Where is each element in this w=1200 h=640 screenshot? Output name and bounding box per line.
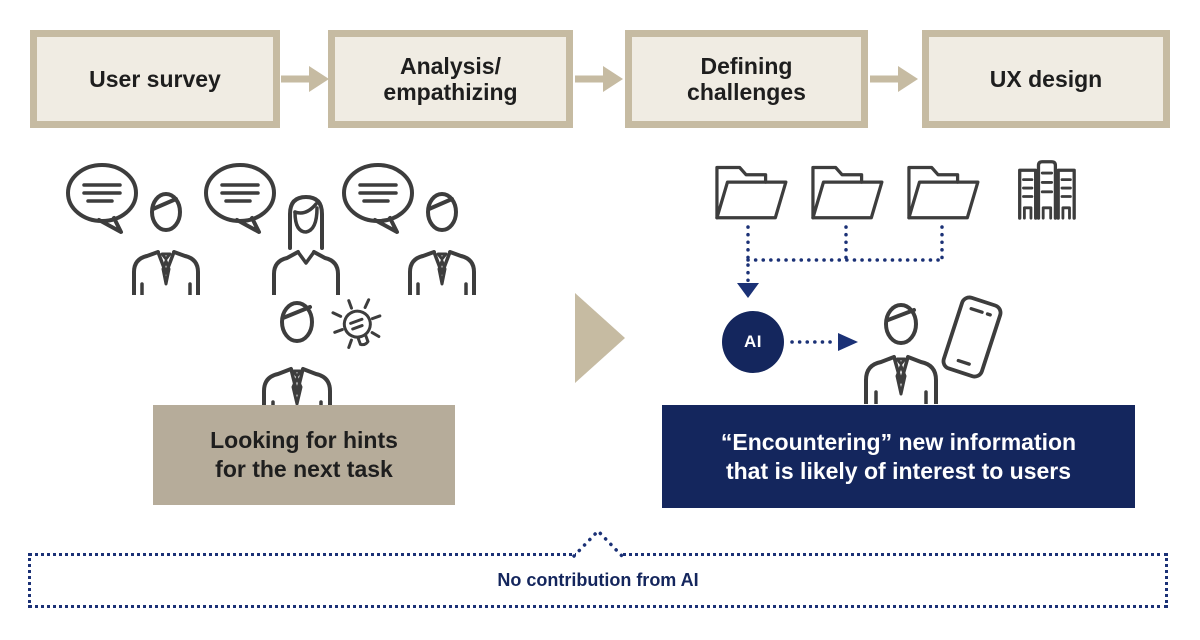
no-ai-contribution-label: No contribution from AI bbox=[497, 570, 699, 590]
flow-arrow-icon bbox=[281, 66, 329, 92]
flow-step-defining-challenges: Defining challenges bbox=[625, 30, 868, 128]
buildings-icon bbox=[1018, 160, 1076, 220]
caret-gap bbox=[576, 550, 620, 559]
no-ai-contribution-box: No contribution from AI bbox=[28, 553, 1168, 608]
businessman-icon bbox=[864, 303, 938, 404]
big-arrow-icon bbox=[575, 293, 625, 383]
arrow-down-icon bbox=[737, 283, 759, 298]
ai-badge: AI bbox=[722, 311, 784, 373]
person-lightbulb-icon bbox=[262, 298, 382, 414]
open-folder-icon bbox=[715, 165, 788, 220]
flow-step-ux-design: UX design bbox=[922, 30, 1170, 128]
right-caption: “Encountering” new information that is l… bbox=[662, 405, 1135, 508]
caret-up-icon bbox=[572, 528, 624, 558]
arrow-right-icon bbox=[838, 333, 858, 351]
open-folder-icon bbox=[811, 165, 884, 220]
flow-arrow-icon bbox=[575, 66, 623, 92]
dotted-connector bbox=[737, 225, 944, 298]
left-caption: Looking for hints for the next task bbox=[153, 405, 455, 505]
person-speech-bubble-icon bbox=[342, 163, 476, 295]
flow-step-analysis: Analysis/ empathizing bbox=[328, 30, 573, 128]
open-folder-icon bbox=[907, 165, 980, 220]
flow-step-user-survey: User survey bbox=[30, 30, 280, 128]
smartphone-icon bbox=[941, 295, 1003, 379]
person-speech-bubble-icon bbox=[204, 163, 340, 295]
lightbulb-icon bbox=[331, 298, 382, 349]
dotted-arrow-right bbox=[790, 333, 858, 351]
person-speech-bubble-icon bbox=[66, 163, 200, 295]
flow-arrow-icon bbox=[870, 66, 918, 92]
